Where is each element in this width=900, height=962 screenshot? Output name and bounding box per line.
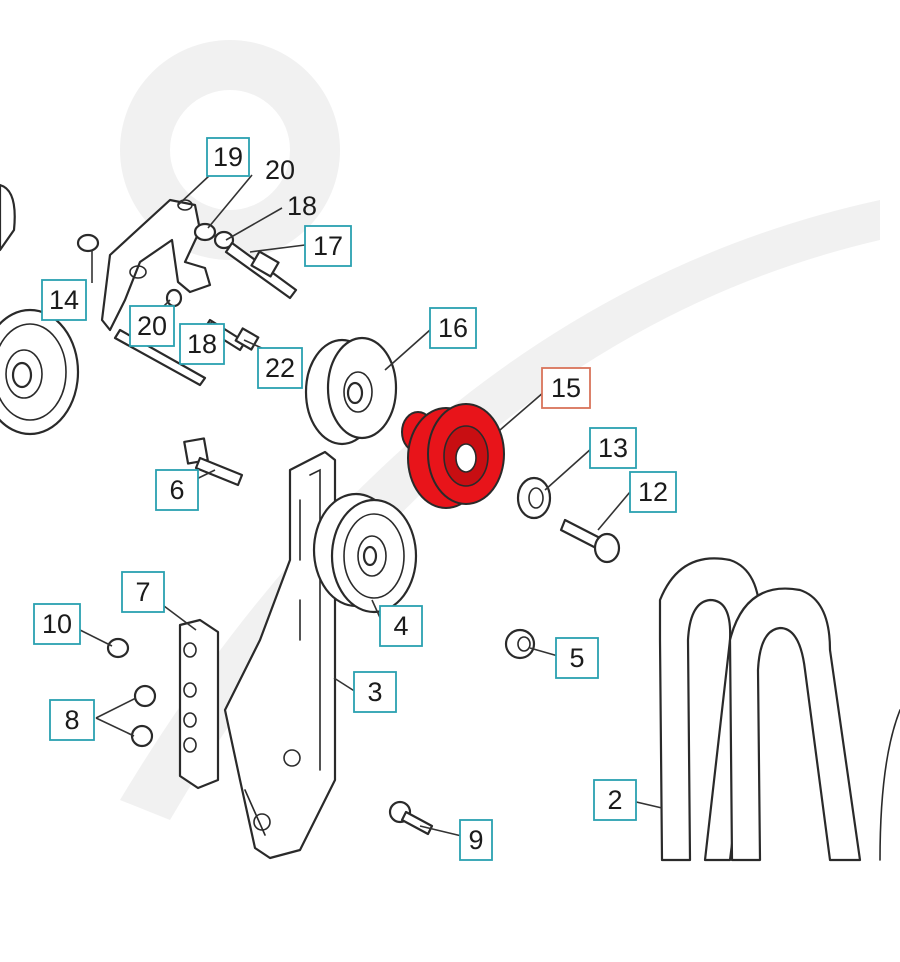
callout-label: 2 xyxy=(607,785,622,815)
callout-7[interactable]: 7 xyxy=(121,571,165,613)
callout-label: 17 xyxy=(313,231,343,261)
callout-label: 9 xyxy=(468,825,483,855)
part-15-pulley-highlighted xyxy=(401,403,505,509)
part-10-nut xyxy=(106,637,130,659)
callout-label: 20 xyxy=(137,311,167,341)
callout-2[interactable]: 2 xyxy=(593,779,637,821)
callout-18-upper[interactable]: 18 xyxy=(287,191,317,221)
callout-label: 18 xyxy=(187,329,217,359)
callout-17[interactable]: 17 xyxy=(304,225,352,267)
callout-label: 5 xyxy=(569,643,584,673)
callout-12[interactable]: 12 xyxy=(629,471,677,513)
callout-label: 4 xyxy=(393,611,408,641)
callout-5[interactable]: 5 xyxy=(555,637,599,679)
callout-15[interactable]: 15 xyxy=(541,367,591,409)
callout-19[interactable]: 19 xyxy=(206,137,250,177)
callout-22[interactable]: 22 xyxy=(257,347,303,389)
callout-20-upper[interactable]: 20 xyxy=(265,155,295,185)
callout-8[interactable]: 8 xyxy=(49,699,95,741)
callout-label: 13 xyxy=(598,433,628,463)
callout-label: 7 xyxy=(135,577,150,607)
part-7-plate xyxy=(178,618,220,790)
callout-label: 12 xyxy=(638,477,668,507)
callout-3[interactable]: 3 xyxy=(353,671,397,713)
part-3-idler-arm xyxy=(223,450,337,860)
part-14-pulley xyxy=(0,183,80,436)
callout-4[interactable]: 4 xyxy=(379,605,423,647)
part-9-bolt xyxy=(388,800,434,836)
callout-label: 14 xyxy=(49,285,79,315)
callout-label: 3 xyxy=(367,677,382,707)
callout-10[interactable]: 10 xyxy=(33,603,81,645)
callout-9[interactable]: 9 xyxy=(459,819,493,861)
part-2-belts xyxy=(658,557,900,862)
callout-label: 16 xyxy=(438,313,468,343)
callout-20-lower[interactable]: 20 xyxy=(129,305,175,347)
part-4-pulley xyxy=(312,492,418,614)
part-12-bolt xyxy=(559,518,621,564)
part-16-pulley xyxy=(304,336,398,446)
callout-6[interactable]: 6 xyxy=(155,469,199,511)
callout-label: 8 xyxy=(64,705,79,735)
part-13-washer xyxy=(516,476,552,520)
callout-label: 22 xyxy=(265,353,295,383)
part-6-bolt xyxy=(183,437,244,487)
callout-14[interactable]: 14 xyxy=(41,279,87,321)
callout-label: 10 xyxy=(42,609,72,639)
part-5-nut xyxy=(504,628,536,660)
callout-16[interactable]: 16 xyxy=(429,307,477,349)
callout-13[interactable]: 13 xyxy=(589,427,637,469)
callout-label: 15 xyxy=(551,373,581,403)
part-8-nuts xyxy=(130,684,157,748)
callout-label: 6 xyxy=(169,475,184,505)
callout-label: 19 xyxy=(213,142,243,172)
linkage-bracket xyxy=(76,198,298,387)
callout-18-lower[interactable]: 18 xyxy=(179,323,225,365)
